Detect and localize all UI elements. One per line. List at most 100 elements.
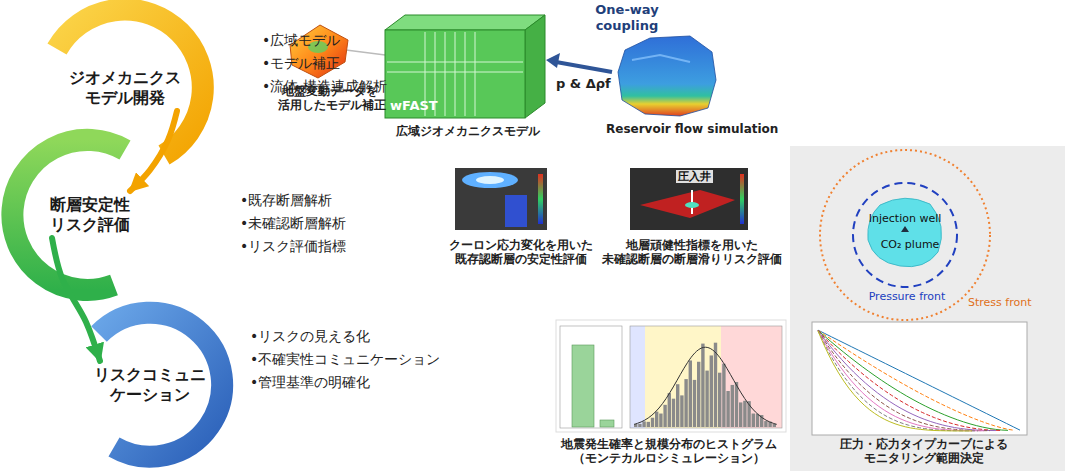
type-curve <box>818 331 972 431</box>
bullet-item: •広域モデル <box>262 32 340 49</box>
bullet-item: •既存断層解析 <box>240 192 332 209</box>
histogram-bar <box>655 412 658 427</box>
bullet-item: •リスクの見える化 <box>250 328 370 345</box>
callout-label: 圧入井 <box>676 170 713 183</box>
cycle-stage: リスクコミュニ ケーション <box>88 363 212 407</box>
type-curve-chart <box>812 322 1027 435</box>
bullet-item: •モデル補正 <box>262 55 340 72</box>
histogram-bar <box>752 414 755 427</box>
model-box <box>385 30 525 118</box>
histogram-bar <box>689 360 692 427</box>
side-panel <box>790 146 1065 471</box>
model-box <box>385 15 545 30</box>
histogram-bar <box>718 373 721 427</box>
coupling-arrow <box>546 53 560 68</box>
type-curve <box>818 330 1008 430</box>
cycle-arrow <box>130 111 177 191</box>
figure-caption: 地盤変動データを 活用したモデル補正 <box>278 84 382 113</box>
histogram-bars <box>634 343 777 427</box>
histogram-bar <box>697 362 700 427</box>
histogram-bar <box>672 399 675 427</box>
figure-caption: 地層頑健性指標を用いた 未確認断層の断層滑りリスク評価 <box>597 238 787 267</box>
histogram-panel <box>556 320 786 432</box>
slip-figure <box>685 202 699 208</box>
histogram-bar <box>647 422 650 427</box>
histogram-bar <box>764 421 767 427</box>
color-bar <box>538 174 543 224</box>
model-box <box>525 15 545 118</box>
stress-figure <box>462 172 518 188</box>
histogram-bar <box>651 418 654 427</box>
fault-planes <box>387 32 523 116</box>
bullet-item: •未確認断層解析 <box>240 215 346 232</box>
cycle-stage: ジオメカニクス モデル開発 <box>63 66 187 110</box>
histogram-bar <box>710 355 713 427</box>
histogram-bar <box>600 420 614 427</box>
histogram-bar <box>659 414 662 427</box>
magnitude-band <box>645 326 721 428</box>
histogram-bar <box>638 424 641 427</box>
histogram-bar <box>676 384 679 427</box>
figure-caption: 圧力・応力タイプカーブによる モニタリング範囲決定 <box>834 437 1014 466</box>
histogram-bar <box>739 402 742 427</box>
coupling-arrow <box>556 62 612 72</box>
histogram-bar <box>735 382 738 427</box>
cycle-arrow <box>52 238 100 361</box>
co2-plume <box>868 198 942 266</box>
magnitude-band <box>721 326 782 428</box>
magnitude-band <box>630 326 645 428</box>
histogram-bar <box>705 371 708 427</box>
stress-figure <box>505 195 527 227</box>
plume-label: CO₂ plume <box>872 238 948 251</box>
stress-front-circle <box>820 150 990 320</box>
histogram-bar <box>714 343 717 427</box>
stress-figure <box>455 168 547 230</box>
histogram-axes <box>560 326 622 428</box>
type-curve <box>818 331 984 431</box>
slip-figure <box>640 190 735 218</box>
type-curve <box>818 331 996 431</box>
histogram-bar <box>756 414 759 427</box>
figure-caption: クーロン応力変化を用いた 既存認断層の安定性評価 <box>448 238 594 267</box>
bullet-item: •不確実性コミュニケーション <box>250 351 440 368</box>
figure-caption: 広域ジオメカニクスモデル <box>385 124 550 138</box>
histogram-bar <box>701 344 704 427</box>
bullet-item: •管理基準の明確化 <box>250 374 370 391</box>
histogram-bar <box>642 421 645 427</box>
model-name: wFAST <box>390 98 438 114</box>
plume-label: Injection well <box>866 212 944 225</box>
stress-figure <box>476 176 504 184</box>
type-curve <box>818 331 978 431</box>
front-label: Stress front <box>968 296 1031 309</box>
stage-title: リスクコミュニ ケーション <box>90 365 210 405</box>
front-label: Pressure front <box>867 290 947 303</box>
coupling-label: One-way coupling <box>588 2 666 33</box>
type-curve <box>818 331 990 431</box>
fit-curve <box>634 347 777 424</box>
histogram-bar <box>722 364 725 427</box>
variable-label: p & Δρf <box>556 76 611 92</box>
histogram-bar <box>680 395 683 427</box>
cycle-ring <box>12 140 125 290</box>
color-bar <box>740 174 744 224</box>
histogram-axes <box>630 326 782 428</box>
histogram-bar <box>668 393 671 427</box>
figure-caption: Reservoir flow simulation <box>606 122 778 136</box>
cycle-ring <box>99 313 222 457</box>
slip-figure <box>630 168 748 230</box>
histogram-bar <box>663 405 666 427</box>
type-curve <box>818 330 1014 430</box>
type-curve <box>818 330 1020 430</box>
figure-caption: 地震発生確率と規模分布のヒストグラム （モンテカルロシミュレーション） <box>555 437 783 466</box>
type-curve <box>818 330 1002 430</box>
histogram-bar <box>731 385 734 427</box>
histogram-bar <box>726 391 729 427</box>
histogram-bar <box>743 401 746 427</box>
stage-title: 断層安定性 リスク評価 <box>46 195 134 235</box>
reservoir-model <box>618 36 716 116</box>
cycle-stage: 断層安定性 リスク評価 <box>44 193 136 237</box>
type-curves <box>818 330 1020 431</box>
histogram-bar <box>693 380 696 427</box>
pressure-front-circle <box>853 183 957 287</box>
